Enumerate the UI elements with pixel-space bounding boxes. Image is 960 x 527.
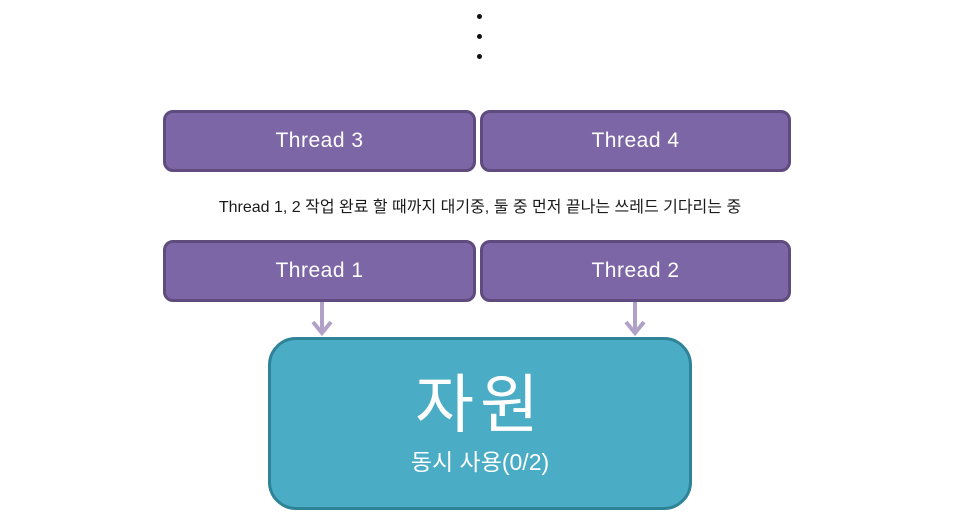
ellipsis-dot bbox=[476, 54, 482, 59]
thread-4-box: Thread 4 bbox=[480, 110, 791, 172]
resource-usage-counter: 동시 사용(0/2) bbox=[410, 448, 550, 475]
ellipsis-dot bbox=[476, 34, 482, 39]
thread-3-label: Thread 3 bbox=[275, 129, 364, 152]
resource-box: 자원 동시 사용(0/2) bbox=[268, 337, 692, 510]
thread-4-label: Thread 4 bbox=[591, 129, 680, 152]
down-arrow-icon bbox=[310, 302, 334, 336]
vertical-ellipsis bbox=[476, 14, 482, 59]
thread-1-label: Thread 1 bbox=[275, 259, 364, 282]
ellipsis-dot bbox=[476, 14, 482, 19]
thread-1-box: Thread 1 bbox=[163, 240, 476, 302]
down-arrow-icon bbox=[623, 302, 647, 336]
thread-2-box: Thread 2 bbox=[480, 240, 791, 302]
waiting-status-caption: Thread 1, 2 작업 완료 할 때까지 대기중, 둘 중 먼저 끝나는 … bbox=[218, 199, 742, 216]
thread-3-box: Thread 3 bbox=[163, 110, 476, 172]
resource-title: 자원 bbox=[415, 369, 545, 442]
thread-2-label: Thread 2 bbox=[591, 259, 680, 282]
